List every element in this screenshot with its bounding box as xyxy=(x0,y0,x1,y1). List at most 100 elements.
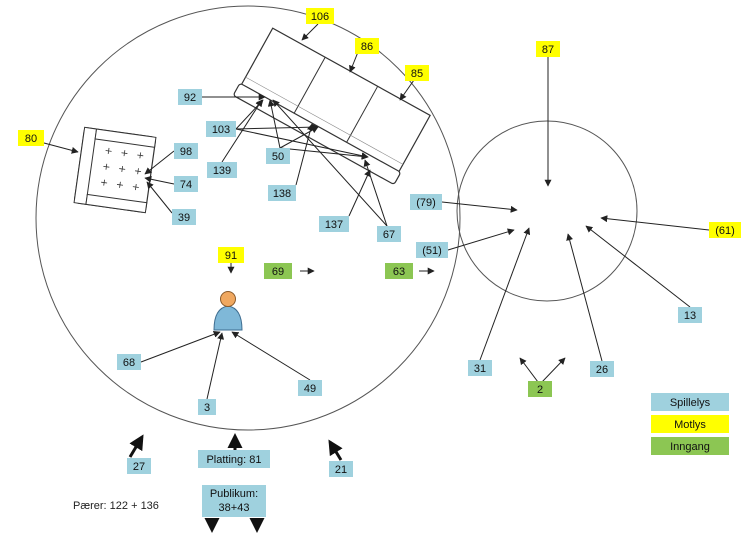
bulb-count-note: Pærer: 122 + 136 xyxy=(73,500,159,512)
light-label-31: 31 xyxy=(468,360,492,376)
light-label-106: 106 xyxy=(306,8,334,24)
main-stage-circle xyxy=(35,5,461,431)
label-box xyxy=(410,194,442,210)
label-text: 106 xyxy=(311,11,329,23)
label-text: 63 xyxy=(393,266,405,278)
light-label-27: 27 xyxy=(127,458,151,474)
label-box xyxy=(206,121,236,137)
light-label-3: 3 xyxy=(198,399,216,415)
label-text: 92 xyxy=(184,92,196,104)
label-box xyxy=(405,65,429,81)
label-text: 39 xyxy=(178,212,190,224)
label-text: 68 xyxy=(123,357,135,369)
light-label-91: 91 xyxy=(218,247,244,263)
legend-label: Inngang xyxy=(670,441,710,453)
label-box xyxy=(174,176,198,192)
label-text: 27 xyxy=(133,461,145,473)
label-box xyxy=(528,381,552,397)
label-text: 137 xyxy=(325,219,343,231)
label-text: 80 xyxy=(25,133,37,145)
label-box xyxy=(306,8,334,24)
front-light-arrow xyxy=(128,434,144,458)
light-arrow xyxy=(441,201,518,213)
legend-label: Spillelys xyxy=(670,397,711,409)
light-arrow xyxy=(140,330,221,363)
light-arrow xyxy=(279,147,369,160)
label-text: 38+43 xyxy=(219,502,250,514)
light-label-74: 74 xyxy=(174,176,198,192)
light-arrow xyxy=(301,23,319,41)
sofa-icon xyxy=(233,27,431,185)
light-label-50: 50 xyxy=(266,148,290,164)
label-text: Publikum: xyxy=(210,488,258,500)
label-text: 13 xyxy=(684,310,696,322)
light-arrow xyxy=(349,51,359,73)
label-box xyxy=(174,143,198,159)
label-text: 67 xyxy=(383,229,395,241)
label-text: 85 xyxy=(411,68,423,80)
light-label-49: 49 xyxy=(298,380,322,396)
light-arrow xyxy=(144,150,175,175)
label-text: 69 xyxy=(272,266,284,278)
light-label-138: 138 xyxy=(268,185,296,201)
label-box xyxy=(385,263,413,279)
label-box xyxy=(298,380,322,396)
front-light-arrow xyxy=(328,439,343,461)
label-text: Platting: 81 xyxy=(206,454,261,466)
label-text: 74 xyxy=(180,179,192,191)
light-arrow xyxy=(399,79,415,101)
label-text: 3 xyxy=(204,402,210,414)
label-text: (79) xyxy=(416,197,436,209)
label-box xyxy=(218,247,244,263)
light-arrow xyxy=(479,227,531,361)
label-box xyxy=(266,148,290,164)
light-label-67: 67 xyxy=(377,226,401,242)
label-box xyxy=(127,458,151,474)
label-box xyxy=(416,242,448,258)
light-label-publikum: Publikum: 38+43 xyxy=(202,485,266,517)
light-label-26: 26 xyxy=(590,361,614,377)
light-label-51: (51) xyxy=(416,242,448,258)
label-box xyxy=(329,461,353,477)
light-arrow xyxy=(231,331,311,381)
label-text: 139 xyxy=(213,165,231,177)
light-arrow xyxy=(43,142,79,154)
light-arrow xyxy=(272,99,388,227)
legend-swatch xyxy=(651,437,729,455)
light-arrow xyxy=(295,123,314,186)
legend-swatch xyxy=(651,415,729,433)
legend-label: Motlys xyxy=(674,419,706,431)
light-arrow xyxy=(235,123,319,131)
light-arrow xyxy=(221,99,263,163)
legend-item-motlys: Motlys xyxy=(651,415,729,433)
label-box xyxy=(264,263,292,279)
light-label-92: 92 xyxy=(178,89,202,105)
label-text: 49 xyxy=(304,383,316,395)
light-label-platting: Platting: 81 xyxy=(198,450,270,468)
light-arrow xyxy=(566,233,603,362)
label-text: 31 xyxy=(474,363,486,375)
label-box xyxy=(377,226,401,242)
legend-item-inngang: Inngang xyxy=(651,437,729,455)
label-text: 26 xyxy=(596,364,608,376)
light-arrow xyxy=(519,357,539,383)
light-label-69: 69 xyxy=(264,263,292,279)
label-text: 103 xyxy=(212,124,230,136)
label-text: 86 xyxy=(361,41,373,53)
label-text: 87 xyxy=(542,44,554,56)
light-label-137: 137 xyxy=(319,216,349,232)
label-box xyxy=(117,354,141,370)
light-arrow xyxy=(600,215,710,231)
light-arrow xyxy=(235,128,369,160)
label-text: (61) xyxy=(715,225,735,237)
label-box xyxy=(18,130,44,146)
label-box xyxy=(268,185,296,201)
label-box xyxy=(319,216,349,232)
light-label-39: 39 xyxy=(172,209,196,225)
light-arrow xyxy=(541,357,566,383)
label-box xyxy=(590,361,614,377)
light-label-139: 139 xyxy=(207,162,237,178)
legend-swatch xyxy=(651,393,729,411)
light-label-21: 21 xyxy=(329,461,353,477)
side-stage-circle xyxy=(456,120,638,302)
